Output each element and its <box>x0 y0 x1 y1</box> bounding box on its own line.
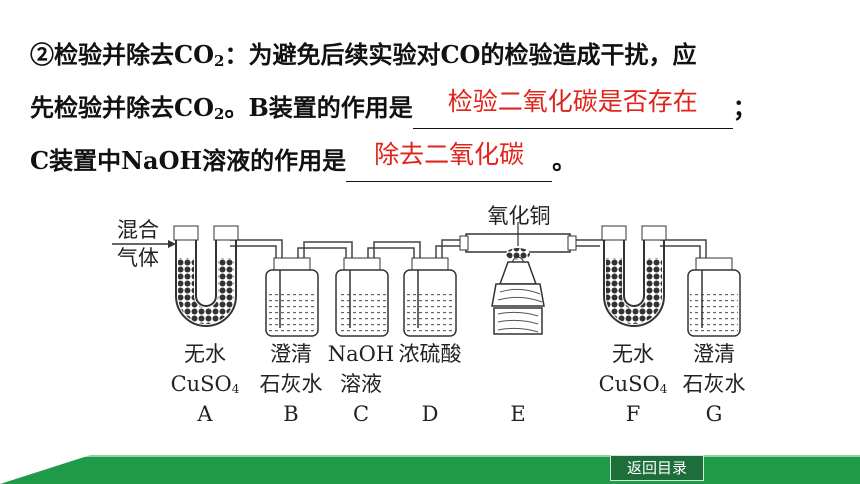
copper-oxide-label: 氧化铜 <box>487 204 551 228</box>
question-line-1: ②检验并除去CO2：为避免后续实验对CO的检验造成干扰，应 <box>30 40 697 70</box>
question-line-3: C装置中NaOH溶液的作用是除去二氧化碳。 <box>30 134 840 187</box>
label-b-line1: 澄清 <box>270 342 312 366</box>
label-c-line1: NaOH <box>327 342 395 366</box>
inlet-label-1: 混合 <box>117 218 159 242</box>
footer-bar <box>0 452 860 484</box>
label-a-line1: 无水 <box>184 342 226 366</box>
label-b-id: B <box>283 402 299 426</box>
footer-divider <box>0 455 860 457</box>
label-f-id: F <box>625 402 641 426</box>
label-f-line2: CuSO4 <box>598 372 668 396</box>
label-c-id: C <box>352 402 370 426</box>
label-e-id: E <box>510 402 526 426</box>
question-text: ②检验并除去CO2：为避免后续实验对CO的检验造成干扰，应 先检验并除去CO2。… <box>30 28 840 187</box>
label-g-line1: 澄清 <box>693 342 735 366</box>
label-a-id: A <box>197 402 213 426</box>
u-tube-f <box>601 225 667 327</box>
bottle-g <box>687 257 741 337</box>
label-d-line1: 浓硫酸 <box>398 342 462 366</box>
bottle-c <box>335 257 389 337</box>
label-d-id: D <box>421 402 439 426</box>
label-f-line1: 无水 <box>612 342 654 366</box>
footer-wedge <box>0 452 100 484</box>
answer-b: 检验二氧化碳是否存在 <box>447 87 698 116</box>
question-line-2: 先检验并除去CO2。B装置的作用是检验二氧化碳是否存在； <box>30 81 840 134</box>
combustion-tube-e <box>459 222 577 335</box>
footer-green-band <box>0 456 860 484</box>
inlet-label-2: 气体 <box>117 246 159 270</box>
label-a-line2: CuSO4 <box>170 372 240 396</box>
label-g-line2: 石灰水 <box>682 372 746 396</box>
label-c-line2: 溶液 <box>340 372 382 396</box>
back-to-contents-button[interactable]: 返回目录 <box>610 455 704 481</box>
apparatus-drawing <box>112 222 741 337</box>
label-g-id: G <box>705 402 723 426</box>
answer-blank-c: 除去二氧化碳 <box>346 140 553 182</box>
answer-blank-b: 检验二氧化碳是否存在 <box>412 87 733 129</box>
experiment-apparatus: 混合 气体 氧化铜 无水 CuSO4 A 澄清 石灰水 B NaOH 溶液 C … <box>100 196 770 446</box>
bottle-b <box>265 257 319 337</box>
label-b-line2: 石灰水 <box>259 372 323 396</box>
u-tube-a <box>173 225 239 327</box>
answer-c: 除去二氧化碳 <box>374 140 525 169</box>
inlet-arrow <box>112 240 176 248</box>
bottle-d <box>403 257 457 337</box>
